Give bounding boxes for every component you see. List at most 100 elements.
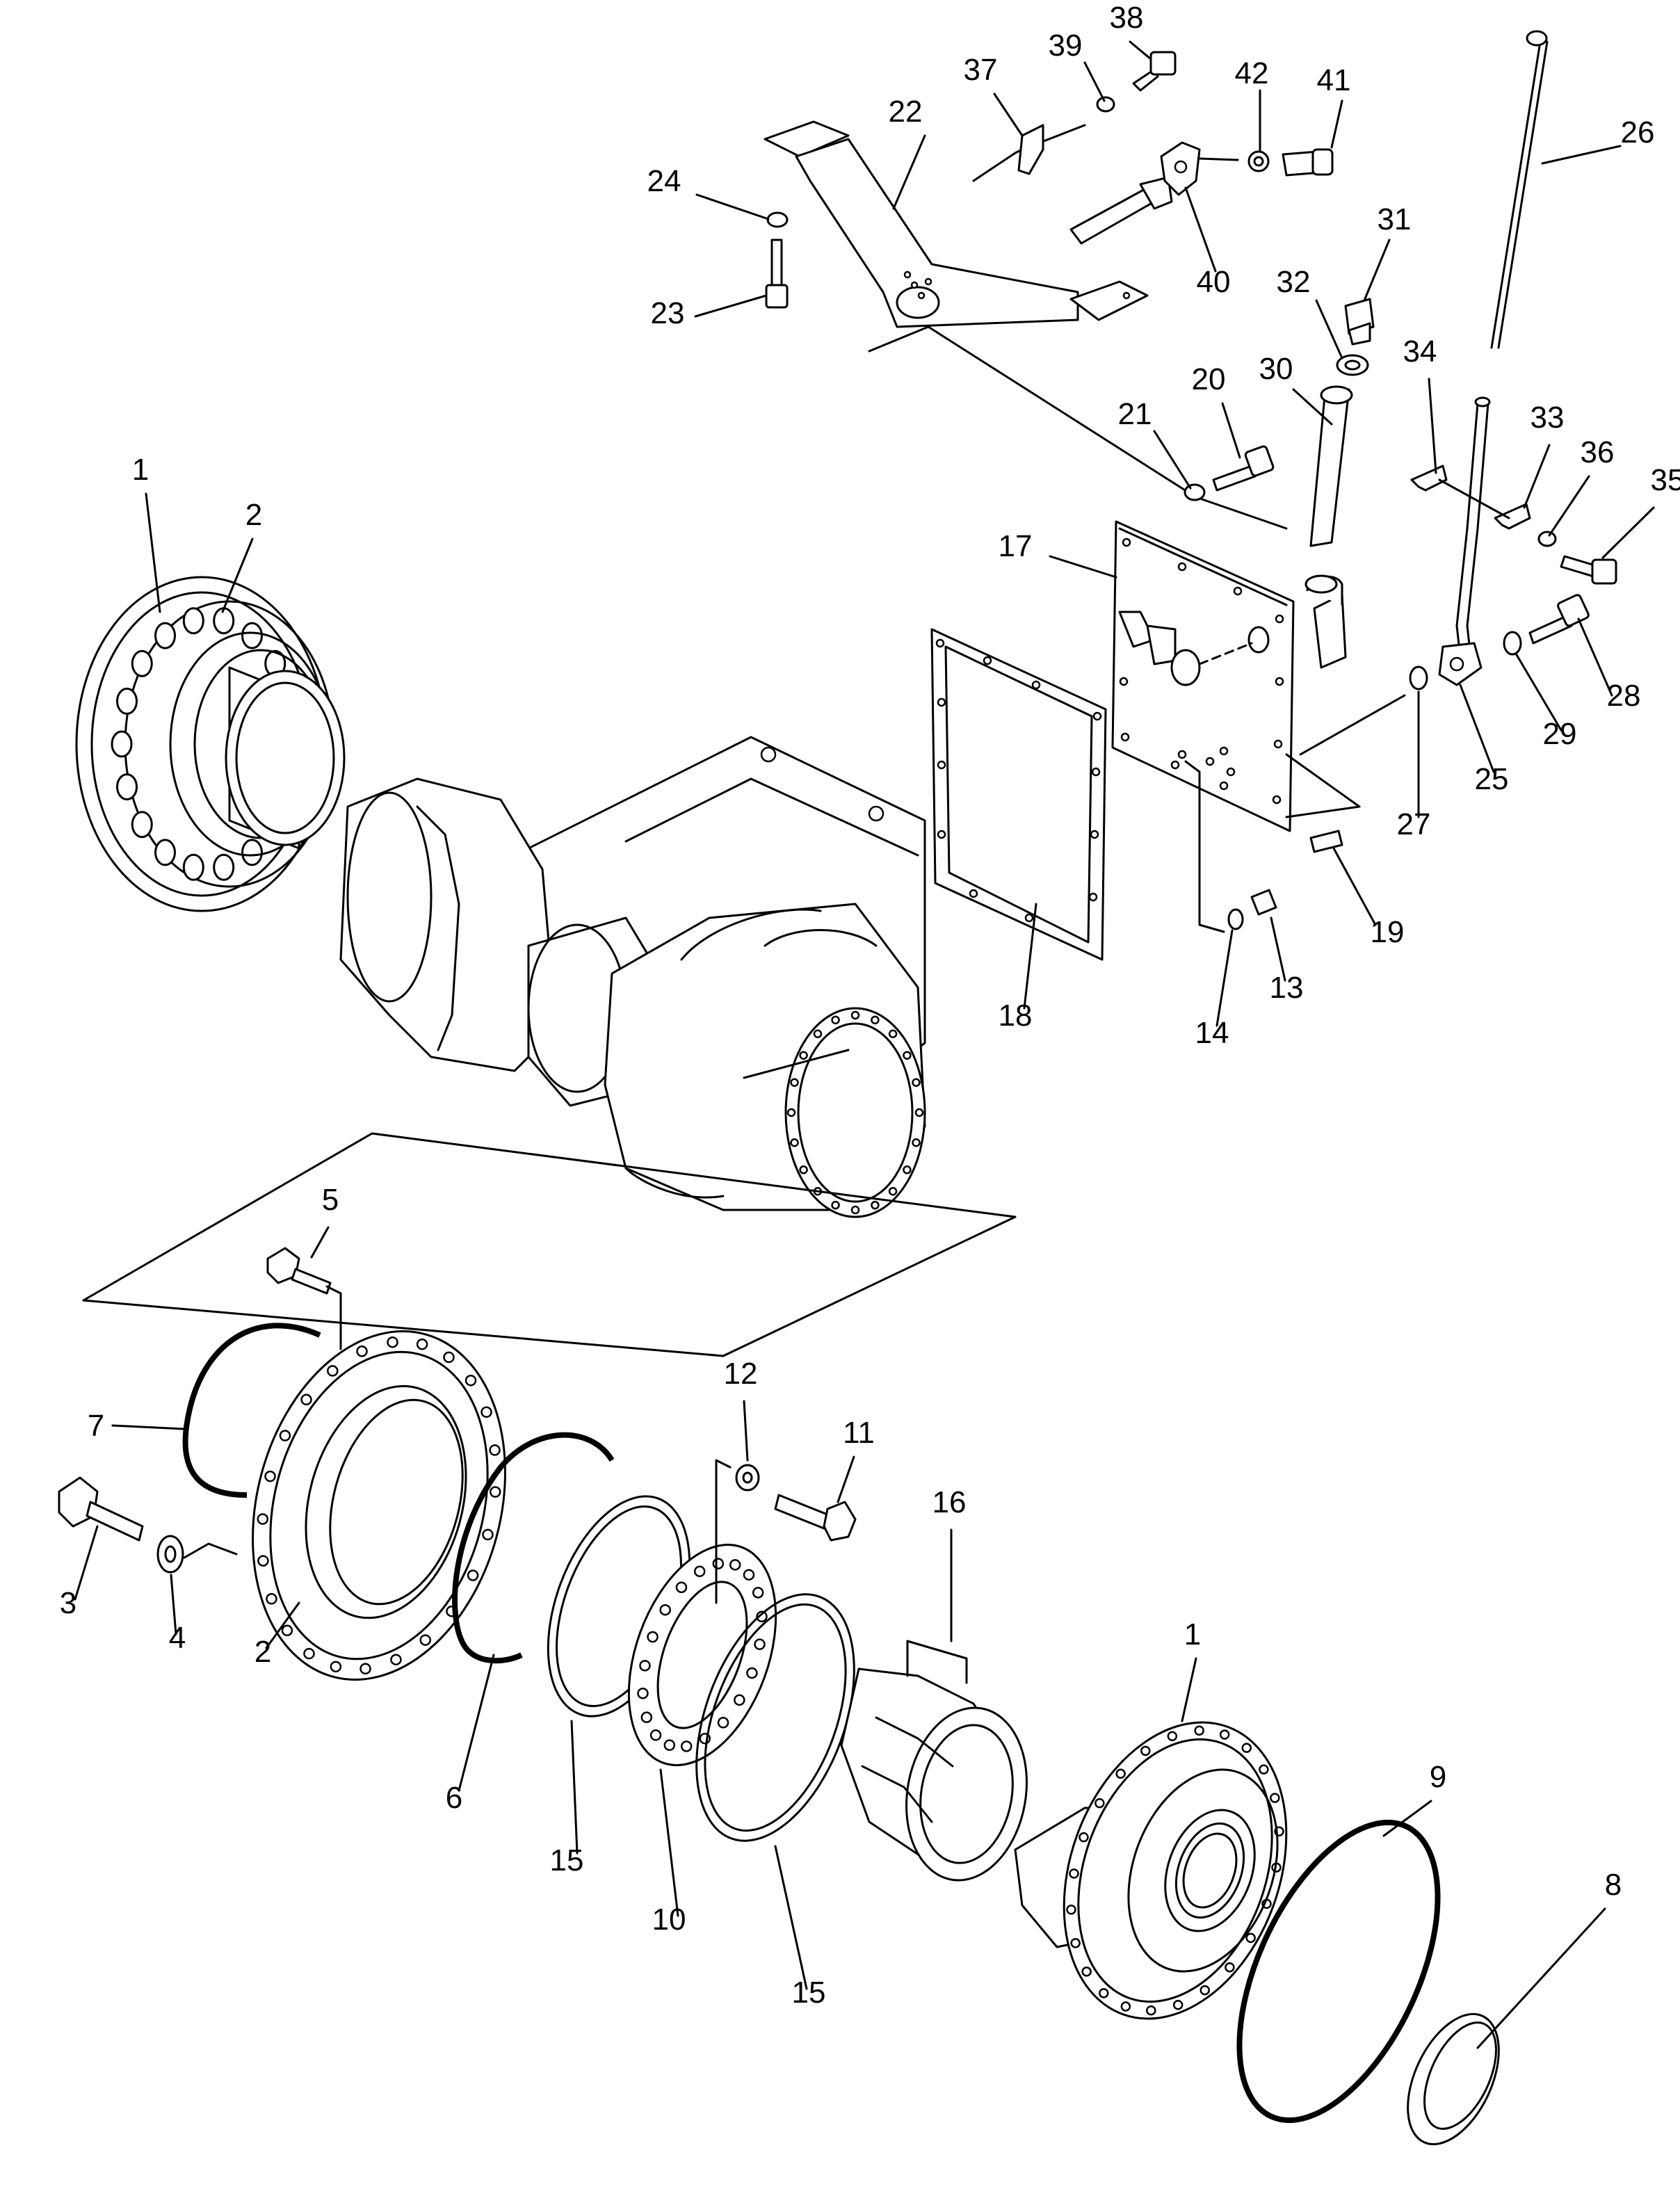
part-washer-21 (1184, 483, 1206, 501)
leader-line-39 (1181, 1657, 1197, 1722)
part-bolt-3 (58, 1476, 144, 1542)
part-hub-lower (1014, 1721, 1288, 2020)
leader-line-36 (74, 1525, 99, 1601)
leader-line-10 (694, 294, 768, 318)
leader-line-21 (221, 538, 254, 613)
part-washer-24 (766, 211, 789, 228)
callout-label-34: 34 (1403, 334, 1437, 369)
callout-label-1: 1 (132, 453, 149, 487)
callout-label-29: 29 (1543, 717, 1577, 751)
callout-label-24: 24 (647, 164, 681, 198)
part-plug-13 (1250, 889, 1277, 916)
part-shim-15b (695, 1593, 855, 1842)
guide-line-clamp (1438, 478, 1510, 519)
part-washer-36 (1537, 531, 1557, 547)
part-washer-39 (1096, 96, 1115, 113)
callout-label-5: 5 (322, 1183, 339, 1217)
part-shaft (1069, 176, 1173, 245)
callout-label-21: 21 (1118, 397, 1152, 431)
leader-line-37 (170, 1574, 177, 1635)
leader-line-29 (1023, 903, 1037, 1010)
part-bolt-5 (266, 1247, 332, 1295)
callout-label-35: 35 (1651, 463, 1680, 497)
guide-line-washer (183, 1542, 238, 1559)
callout-label-14: 14 (1195, 1016, 1229, 1050)
part-pump-40 (1160, 141, 1239, 196)
leader-line-23 (1577, 617, 1613, 697)
callout-label-42: 42 (1235, 56, 1269, 90)
leader-line-40 (458, 1654, 495, 1792)
leader-line-14 (1292, 388, 1333, 426)
callout-label-15: 15 (550, 1843, 584, 1877)
callout-label-10: 10 (652, 1903, 686, 1937)
leader-line-9 (1184, 186, 1217, 273)
callout-label-9: 9 (1430, 1760, 1446, 1794)
part-bolt-11 (774, 1494, 857, 1542)
callout-label-16: 16 (932, 1485, 967, 1519)
leader-line-31 (310, 1226, 330, 1259)
part-bolt-35 (1560, 555, 1617, 585)
callout-label-37: 37 (964, 53, 998, 87)
part-oring-9 (1236, 1819, 1441, 2124)
part-axle-housing (339, 736, 926, 1218)
guide-line-bolt-5 (325, 1285, 342, 1350)
guide-line-housing (82, 1132, 1017, 1357)
part-bearing-16 (840, 1640, 1028, 1882)
part-oring-27 (1409, 665, 1428, 690)
part-bolt-28 (1528, 594, 1590, 645)
callout-label-33: 33 (1530, 401, 1565, 435)
part-ring-gear-2 (252, 1330, 506, 1681)
callout-label-2: 2 (255, 1635, 271, 1669)
callout-label-36: 36 (1581, 435, 1615, 469)
part-snap-ring-7 (182, 1323, 321, 1498)
callout-label-38: 38 (1110, 1, 1144, 35)
leader-line-17 (1523, 444, 1551, 509)
leader-line-32 (743, 1400, 749, 1462)
callout-label-20: 20 (1192, 362, 1226, 396)
leader-line-45 (774, 1845, 808, 1990)
leader-line-20 (145, 492, 161, 613)
part-guide-25 (1438, 642, 1483, 686)
callout-label-28: 28 (1607, 679, 1641, 713)
callout-label-3: 3 (60, 1586, 76, 1620)
leader-line-43 (570, 1720, 579, 1855)
leader-line-11 (1363, 239, 1391, 302)
callout-label-31: 31 (1378, 202, 1412, 236)
part-plate-10 (627, 1544, 777, 1766)
callout-label-2: 2 (245, 498, 262, 532)
callout-label-22: 22 (889, 95, 923, 129)
callout-label-1: 1 (1184, 1617, 1201, 1651)
leader-line-3 (993, 92, 1024, 137)
callout-label-4: 4 (169, 1621, 186, 1655)
callout-label-23: 23 (651, 296, 685, 330)
leader-line-15 (1428, 378, 1437, 474)
part-drain-tube (1305, 385, 1353, 669)
part-plug-31 (1344, 298, 1375, 346)
leader-line-19 (1601, 506, 1655, 559)
guide-line-washer-12 (715, 1459, 732, 1604)
leader-line-22 (1049, 555, 1117, 579)
callout-label-19: 19 (1371, 915, 1405, 949)
part-washer-29 (1503, 631, 1522, 656)
leader-line-13 (1221, 402, 1241, 459)
leader-line-38 (265, 1601, 300, 1649)
callout-label-39: 39 (1049, 29, 1083, 63)
part-dipstick (1455, 30, 1549, 659)
callout-label-11: 11 (843, 1416, 875, 1450)
callout-label-30: 30 (1259, 352, 1293, 386)
callout-label-18: 18 (999, 999, 1033, 1033)
part-clamp-34 (1410, 465, 1448, 492)
part-clip-37 (1017, 124, 1044, 175)
leader-line-18 (1548, 475, 1590, 537)
guide-line-bracket (868, 325, 1288, 530)
callout-label-32: 32 (1277, 265, 1311, 299)
part-washer-42 (1247, 150, 1270, 172)
leader-line-34 (111, 1424, 186, 1430)
leader-line-1 (1129, 40, 1152, 60)
callout-label-6: 6 (446, 1781, 462, 1815)
part-bolt-41 (1282, 148, 1334, 177)
part-seal-8 (1407, 2012, 1500, 2146)
callout-label-15: 15 (792, 1976, 826, 2010)
